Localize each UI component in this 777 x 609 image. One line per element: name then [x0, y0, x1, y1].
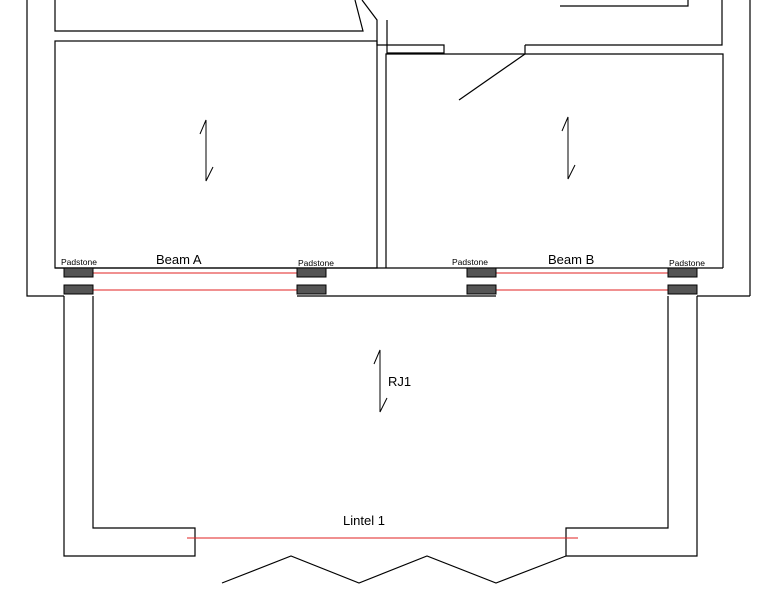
padstone-label: Padstone: [61, 257, 97, 267]
beam-b-label: Beam B: [548, 252, 594, 267]
door-swing-line: [458, 53, 526, 101]
beams: [64, 272, 697, 539]
padstone-label: Padstone: [452, 257, 488, 267]
stair-outline: [361, 0, 445, 54]
padstone-block: [667, 267, 698, 278]
left-wall-outer: [26, 0, 64, 297]
padstone-block: [63, 267, 94, 278]
padstone-block: [63, 284, 94, 295]
joist-arrow-right-room: [561, 116, 576, 180]
padstone-block: [296, 284, 327, 295]
walls: [26, 0, 751, 584]
labels: Beam A Beam B RJ1 Lintel 1 Padstone Pads…: [61, 252, 705, 528]
joist-arrows: [199, 116, 576, 413]
padstone-block: [466, 284, 497, 295]
padstones: [63, 267, 698, 295]
extension-right-wall: [565, 296, 698, 557]
top-left-room-outline: [54, 0, 364, 32]
padstone-block: [466, 267, 497, 278]
top-right-inner-line: [560, 0, 689, 7]
rj1-label: RJ1: [388, 374, 411, 389]
right-room: [385, 45, 724, 268]
padstone-label: Padstone: [669, 258, 705, 268]
padstone-block: [667, 284, 698, 295]
padstone-label: Padstone: [298, 258, 334, 268]
left-room: [54, 40, 378, 269]
joist-arrow-left-room: [199, 119, 214, 182]
bay-zigzag: [221, 555, 567, 584]
top-right-room-outline: [525, 0, 723, 46]
joist-arrow-rj1: [373, 349, 388, 413]
lintel-1-label: Lintel 1: [343, 513, 385, 528]
padstone-block: [296, 267, 327, 278]
extension-left-wall: [63, 296, 196, 557]
beam-a-label: Beam A: [156, 252, 202, 267]
